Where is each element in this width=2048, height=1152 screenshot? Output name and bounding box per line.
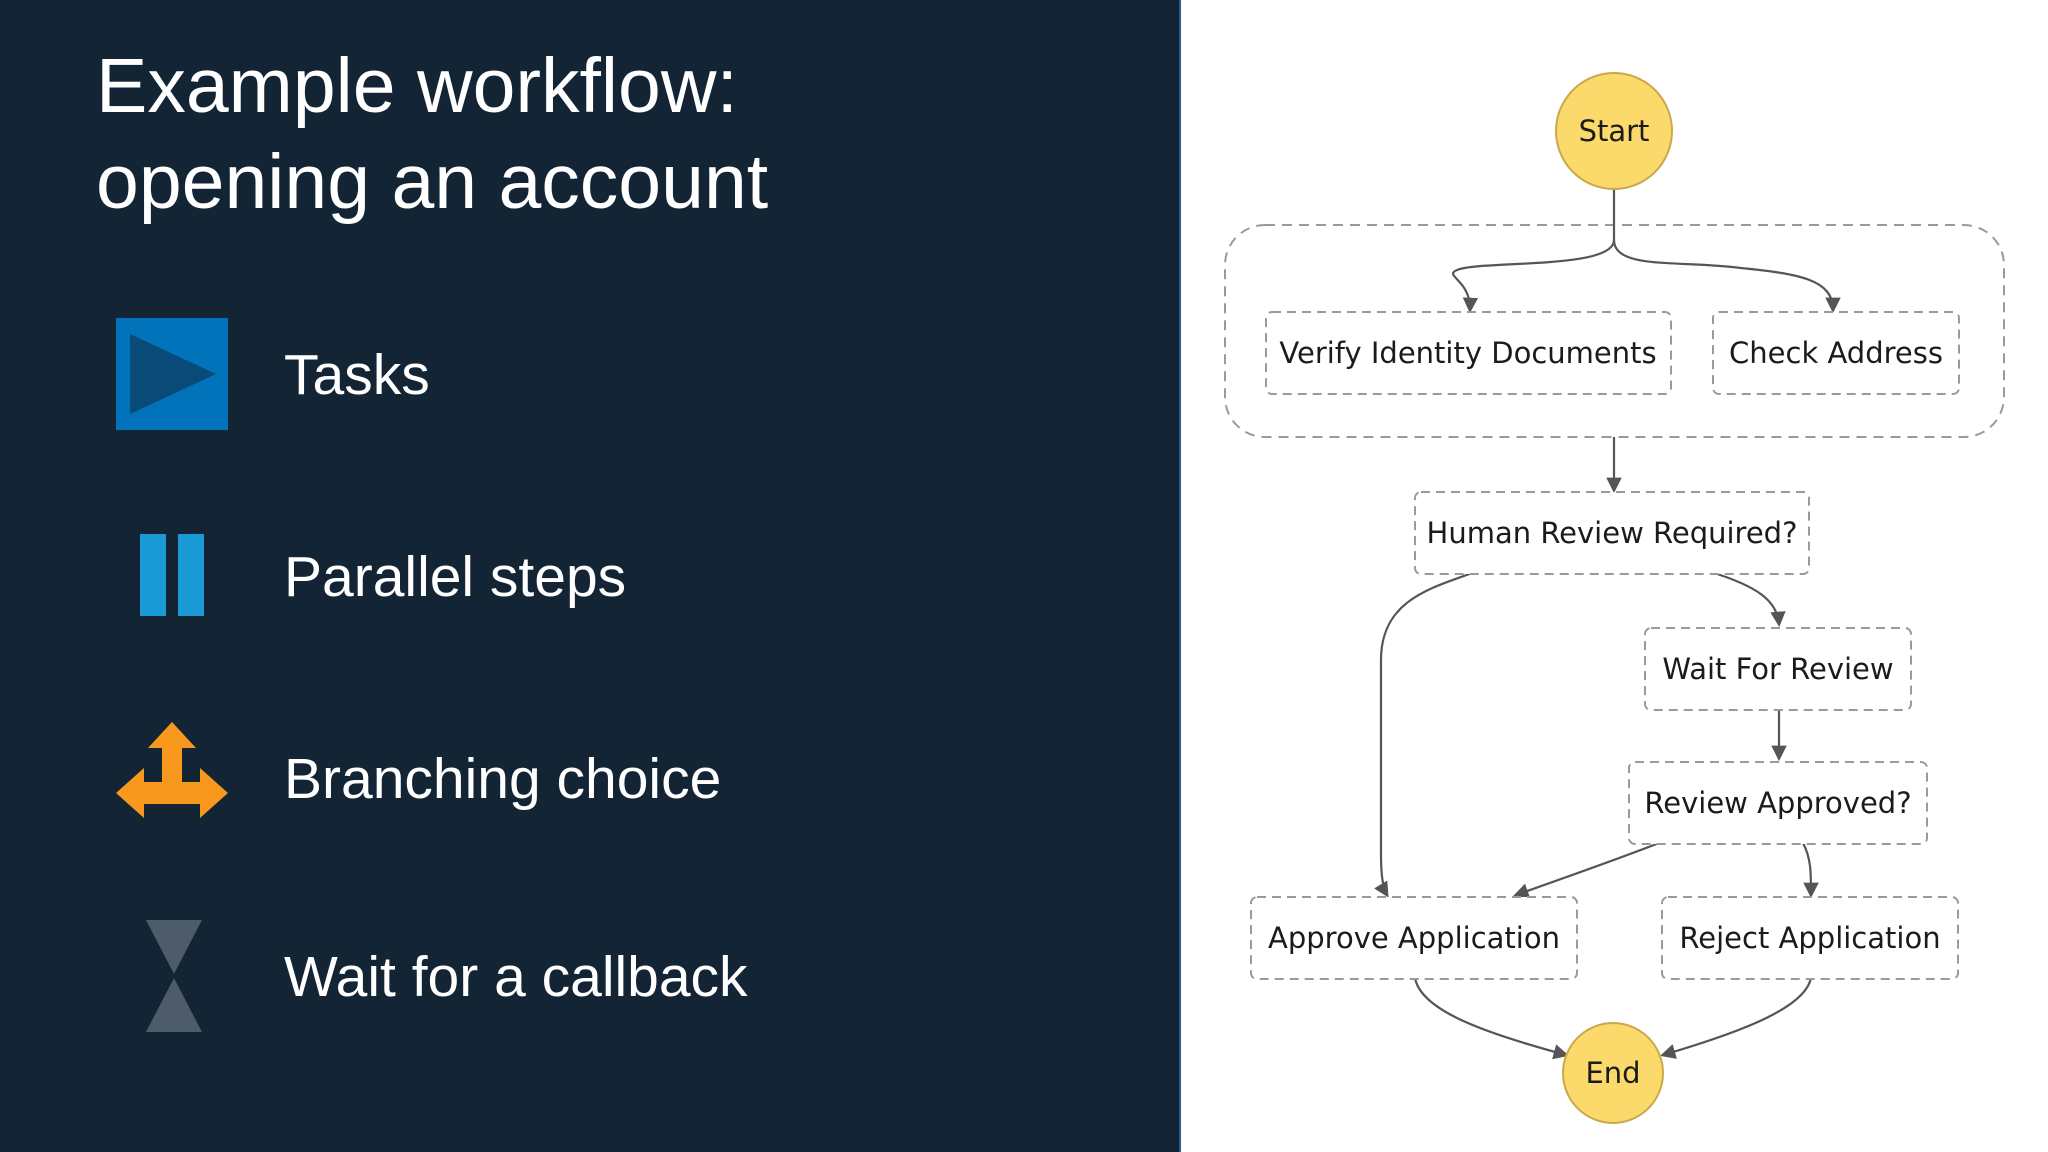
hourglass-icon <box>116 920 228 1032</box>
legend-label-tasks: Tasks <box>284 343 430 407</box>
edge-reject-end <box>1660 977 1813 1059</box>
node-human-review: Human Review Required? <box>1414 491 1810 575</box>
edge-approved-approve <box>1513 841 1660 899</box>
node-review-approved-label: Review Approved? <box>1644 786 1911 820</box>
legend-item-branching: Branching choice <box>0 722 1100 842</box>
panel-divider <box>1179 0 1182 1152</box>
node-wait-review: Wait For Review <box>1644 627 1912 711</box>
edge-human-approve <box>1374 570 1476 898</box>
node-start: Start <box>1555 72 1673 190</box>
node-reject-application: Reject Application <box>1661 896 1959 980</box>
node-end-label: End <box>1585 1056 1640 1090</box>
parallel-bars-icon <box>116 520 228 632</box>
edge-start-verify <box>1452 190 1616 314</box>
node-human-review-label: Human Review Required? <box>1427 516 1798 550</box>
node-approve-label: Approve Application <box>1268 921 1560 955</box>
node-review-approved: Review Approved? <box>1628 761 1928 845</box>
legend-item-callback: Wait for a callback <box>0 920 1100 1040</box>
title-line-2: opening an account <box>96 139 769 225</box>
node-check-address: Check Address <box>1712 311 1960 395</box>
node-wait-review-label: Wait For Review <box>1662 652 1893 686</box>
edge-approve-end <box>1413 977 1569 1060</box>
legend-label-branching: Branching choice <box>284 747 722 811</box>
edge-approved-reject <box>1802 842 1819 899</box>
node-end: End <box>1562 1022 1664 1124</box>
node-reject-label: Reject Application <box>1679 921 1940 955</box>
legend-label-callback: Wait for a callback <box>284 945 748 1009</box>
edge-start-check <box>1612 239 1841 314</box>
left-panel: Example workflow: opening an account Tas… <box>0 38 1100 1040</box>
title-line-1: Example workflow: <box>96 43 738 129</box>
workflow-graph: Start Verify Identity Documents Check Ad… <box>1224 72 2005 1124</box>
task-play-icon <box>116 318 228 430</box>
node-start-label: Start <box>1579 114 1650 148</box>
edge-human-wait <box>1710 570 1786 628</box>
legend-item-tasks: Tasks <box>0 318 1100 438</box>
edges <box>1374 190 1841 1060</box>
branch-arrows-icon <box>116 722 228 834</box>
slide-title: Example workflow: opening an account <box>96 38 768 230</box>
legend-item-parallel: Parallel steps <box>0 520 1100 640</box>
workflow-diagram-panel: Start Verify Identity Documents Check Ad… <box>1181 0 2048 1152</box>
node-verify-identity: Verify Identity Documents <box>1265 311 1672 395</box>
node-check-label: Check Address <box>1729 336 1943 370</box>
node-verify-label: Verify Identity Documents <box>1279 336 1656 370</box>
legend-label-parallel: Parallel steps <box>284 545 627 609</box>
node-approve-application: Approve Application <box>1250 896 1578 980</box>
